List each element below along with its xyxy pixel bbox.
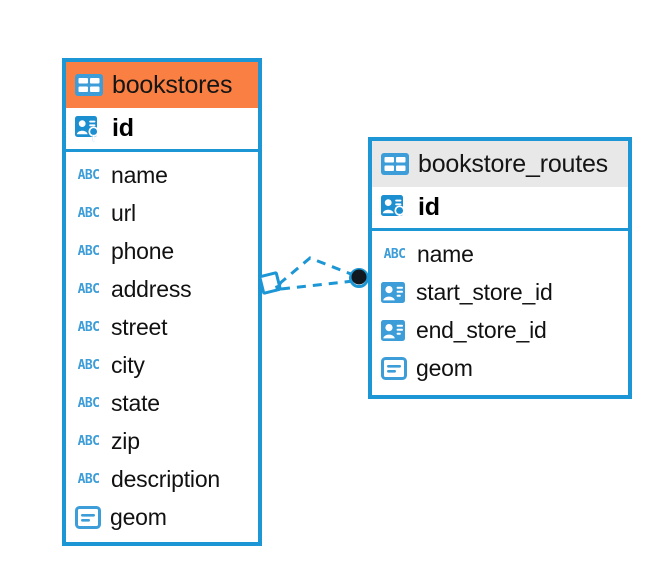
entity-header-bookstores[interactable]: bookstores [66, 62, 258, 108]
abc-icon: ABC [75, 433, 102, 450]
abc-label: ABC [77, 205, 100, 221]
abc-icon: ABC [381, 246, 408, 263]
field-row-bookstore-routes-id[interactable]: id [372, 187, 628, 231]
field-row[interactable]: start_store_id [372, 273, 628, 311]
abc-icon: ABC [75, 471, 102, 488]
field-row[interactable]: ABC phone [66, 232, 258, 270]
diamond-marker [258, 271, 282, 295]
abc-label: ABC [77, 433, 100, 449]
field-row[interactable]: ABC name [66, 156, 258, 194]
geometry-icon [75, 505, 101, 529]
field-label: address [111, 275, 192, 302]
field-row[interactable]: geom [66, 498, 258, 536]
entity-title-bookstore-routes: bookstore_routes [418, 149, 608, 178]
abc-label: ABC [383, 246, 406, 262]
field-label: city [111, 351, 145, 378]
entity-table-bookstores[interactable]: bookstores [62, 58, 262, 546]
field-label: zip [111, 427, 140, 454]
primary-key-icon [75, 115, 103, 142]
abc-icon: ABC [75, 319, 102, 336]
field-row[interactable]: end_store_id [372, 311, 628, 349]
field-label: name [111, 161, 168, 188]
abc-label: ABC [77, 395, 100, 411]
primary-key-icon [381, 194, 409, 221]
abc-label: ABC [77, 243, 100, 259]
table-icon [75, 74, 103, 96]
field-label: end_store_id [416, 316, 547, 343]
relationship-link-lower [280, 279, 355, 291]
entity-header-bookstore-routes[interactable]: bookstore_routes [372, 141, 628, 187]
foreign-key-icon [381, 281, 407, 303]
field-label: description [111, 465, 221, 492]
field-label: name [417, 240, 474, 267]
abc-label: ABC [77, 471, 100, 487]
abc-label: ABC [77, 281, 100, 297]
field-label: street [111, 313, 168, 340]
field-row[interactable]: ABC url [66, 194, 258, 232]
field-label-bookstore-routes-id: id [418, 193, 440, 221]
field-row[interactable]: ABC address [66, 270, 258, 308]
abc-icon: ABC [75, 205, 102, 222]
entity-table-bookstore-routes[interactable]: bookstore_routes [368, 137, 632, 399]
field-row[interactable]: ABC description [66, 460, 258, 498]
field-row[interactable]: ABC state [66, 384, 258, 422]
abc-label: ABC [77, 167, 100, 183]
abc-icon: ABC [75, 357, 102, 374]
field-label: phone [111, 237, 174, 264]
abc-icon: ABC [75, 167, 102, 184]
field-row[interactable]: ABC city [66, 346, 258, 384]
geometry-icon [381, 356, 407, 380]
field-label: state [111, 389, 160, 416]
abc-icon: ABC [75, 281, 102, 298]
foreign-key-icon [381, 319, 407, 341]
field-label-bookstores-id: id [112, 114, 134, 142]
field-label: start_store_id [416, 278, 553, 305]
field-row[interactable]: ABC street [66, 308, 258, 346]
abc-icon: ABC [75, 395, 102, 412]
field-label: url [111, 199, 136, 226]
relationship-link-upper [278, 256, 357, 286]
abc-label: ABC [77, 319, 100, 335]
field-label: geom [110, 503, 167, 530]
table-icon [381, 153, 409, 175]
abc-label: ABC [77, 357, 100, 373]
field-row[interactable]: ABC zip [66, 422, 258, 460]
field-label: geom [416, 354, 473, 381]
filled-circle-marker [349, 268, 369, 288]
entity-title-bookstores: bookstores [112, 70, 233, 99]
abc-icon: ABC [75, 243, 102, 260]
field-row[interactable]: ABC name [372, 235, 628, 273]
field-row-bookstores-id[interactable]: id [66, 108, 258, 152]
field-row[interactable]: geom [372, 349, 628, 387]
relationship-connector[interactable] [255, 245, 380, 315]
